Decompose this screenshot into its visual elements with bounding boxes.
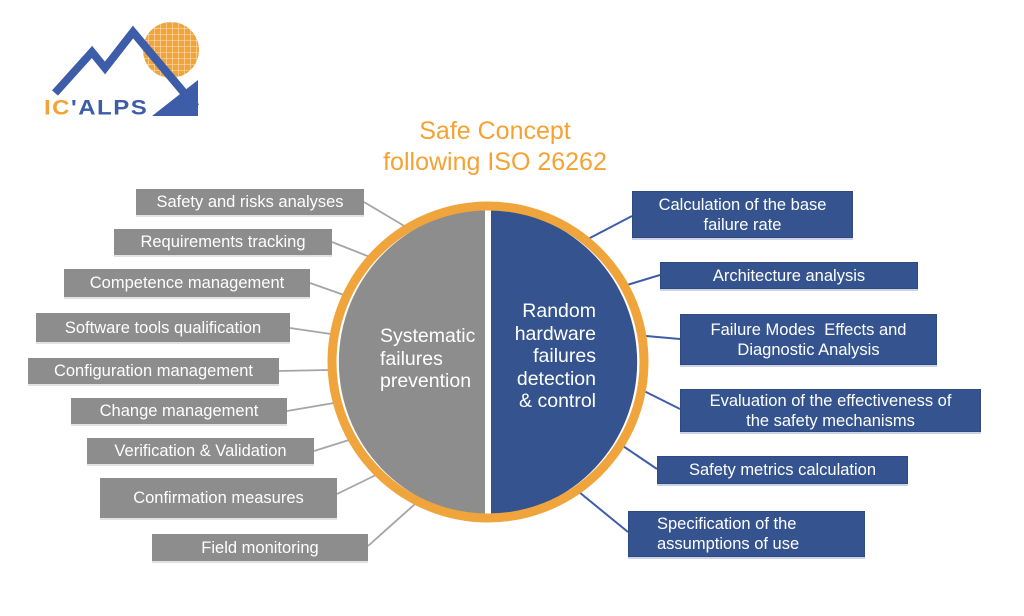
mountain-icon bbox=[52, 25, 200, 116]
logo-swoosh bbox=[152, 80, 198, 116]
diagram-title-line1: Safe Concept bbox=[419, 117, 571, 145]
connector-line bbox=[626, 274, 661, 286]
connector-line bbox=[309, 282, 345, 296]
connector-line bbox=[363, 201, 407, 228]
circle-right-half bbox=[491, 208, 638, 516]
circle-left-half bbox=[338, 208, 485, 516]
connector-line bbox=[578, 491, 629, 533]
random-activity-box: Calculation of the base failure rate bbox=[632, 191, 853, 238]
logo-graphic bbox=[52, 22, 200, 116]
connector-line bbox=[289, 327, 332, 335]
systematic-half-label: Systematic failures prevention bbox=[380, 325, 476, 392]
connector-line bbox=[367, 503, 416, 547]
logo-wordmark: IC'ALPS bbox=[44, 96, 148, 121]
icalps-logo: IC'ALPS bbox=[40, 10, 210, 125]
random-activity-box: Failure Modes Effects and Diagnostic Ana… bbox=[680, 314, 937, 365]
systematic-activity-box: Requirements tracking bbox=[114, 229, 332, 255]
systematic-activity-box: Verification & Validation bbox=[87, 438, 314, 464]
logo-wordmark-alps: 'ALPS bbox=[71, 96, 149, 120]
connector-line bbox=[313, 439, 350, 452]
connector-line bbox=[645, 335, 681, 340]
circle-orange-ring bbox=[327, 201, 649, 523]
connector-line bbox=[286, 402, 335, 412]
connector-line bbox=[331, 241, 371, 258]
systematic-activity-box: Configuration management bbox=[28, 358, 279, 384]
random-activity-box: Specification of the assumptions of use bbox=[628, 511, 865, 557]
random-activity-box: Evaluation of the effectiveness of the s… bbox=[680, 389, 981, 432]
logo-wordmark-ic: IC bbox=[44, 96, 71, 120]
diagram-title-line2: following ISO 26262 bbox=[383, 148, 607, 176]
diagram-title: Safe Concept following ISO 26262 bbox=[295, 116, 695, 178]
connector-line bbox=[643, 390, 681, 410]
random-activity-box: Safety metrics calculation bbox=[657, 456, 908, 484]
systematic-activity-box: Field monitoring bbox=[152, 534, 368, 561]
connector-line bbox=[278, 369, 329, 372]
systematic-activity-box: Safety and risks analyses bbox=[136, 189, 364, 215]
connector-line bbox=[587, 215, 633, 240]
systematic-connectors bbox=[278, 201, 416, 547]
random-half-label: Random hardware failures detection & con… bbox=[514, 300, 596, 412]
connector-line bbox=[622, 445, 658, 470]
systematic-activity-box: Software tools qualification bbox=[36, 313, 290, 342]
random-activity-box: Architecture analysis bbox=[660, 262, 918, 289]
connector-line bbox=[336, 474, 377, 495]
systematic-activity-box: Competence management bbox=[64, 269, 310, 297]
random-connectors bbox=[578, 215, 681, 533]
systematic-activity-box: Change management bbox=[71, 398, 287, 424]
systematic-activity-box: Confirmation measures bbox=[100, 478, 337, 518]
